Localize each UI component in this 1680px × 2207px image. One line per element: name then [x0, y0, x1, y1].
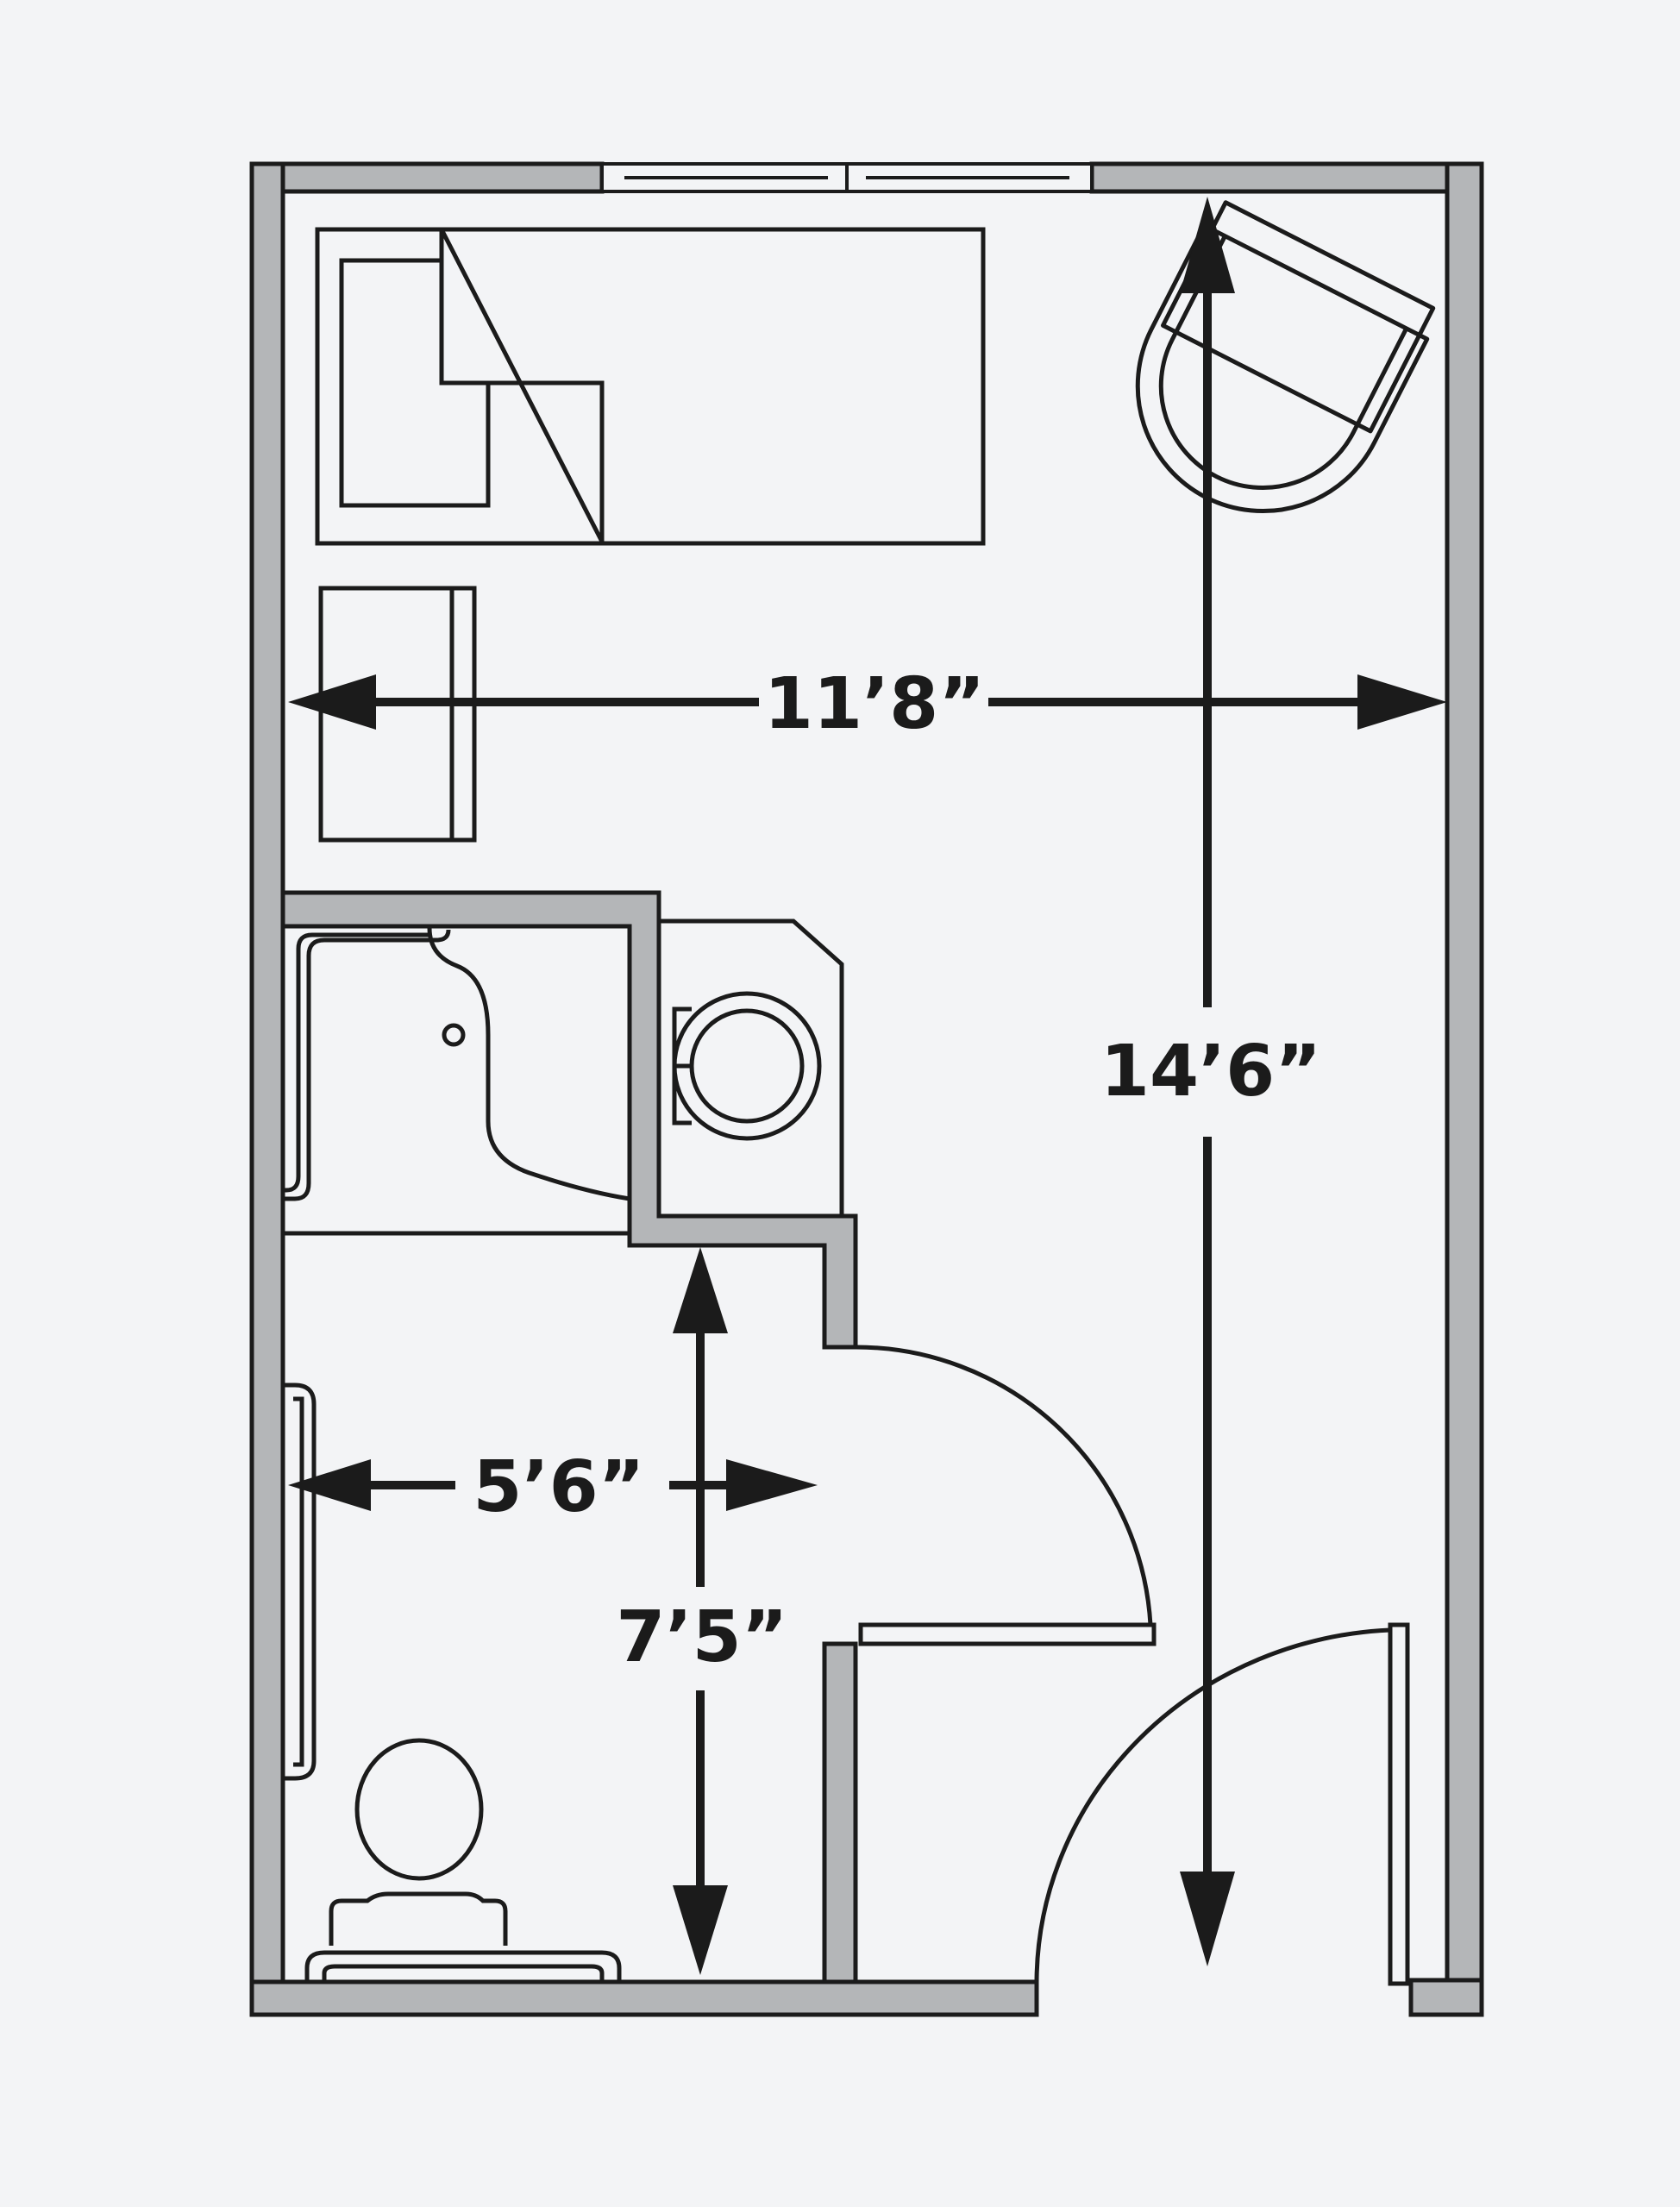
dimension-lines [288, 197, 1447, 1975]
entry-door-leaf [1388, 1622, 1410, 1986]
blanket-fold [439, 228, 605, 543]
bathtub-edge [304, 1950, 622, 1982]
sink [659, 919, 844, 1219]
bottom-wall-right-stub [1408, 1978, 1484, 2017]
room-width-label: 11’8” [764, 663, 985, 745]
room-width-arrow-right [1357, 674, 1447, 730]
bed [315, 227, 986, 546]
top-wall-right [1089, 161, 1484, 194]
bathroom-wall-top [280, 890, 858, 1350]
shower-grab-bar [283, 929, 451, 1201]
top-wall-left [249, 161, 605, 194]
bath-length-arrow-top [673, 1247, 728, 1333]
bed-frame [315, 227, 986, 546]
desk-top [318, 586, 477, 843]
chair-back-inner [1158, 235, 1408, 491]
walls [249, 161, 1484, 2017]
left-wall [249, 161, 285, 2017]
toilet-bowl [354, 1738, 484, 1881]
shower-curtain [427, 927, 630, 1201]
right-wall [1445, 161, 1484, 2017]
bath-width-arrow-left [288, 1459, 371, 1511]
bath-width-arrow-right [726, 1459, 818, 1511]
room-length-arrow-top [1180, 197, 1235, 293]
wall-grab-bar-inner [293, 1396, 304, 1767]
bottom-wall-left [249, 1979, 1039, 2017]
shower [283, 927, 630, 1236]
bathtub-edge-inner [322, 1964, 605, 1982]
desk [318, 586, 477, 843]
bathroom-fixtures [283, 1383, 622, 1982]
bathroom-wall-lower [822, 1641, 858, 1984]
window [600, 162, 1094, 193]
bath-length-arrow-bottom [673, 1885, 728, 1975]
room-width-arrow-left [288, 674, 376, 730]
bathroom-door-leaf [858, 1622, 1157, 1646]
entry-door-swing [1034, 1627, 1391, 1983]
shower-grab-bar-inner [283, 932, 429, 1193]
wall-grab-bar [283, 1383, 317, 1781]
sink-counter [659, 919, 844, 1219]
shower-drain [442, 1023, 466, 1047]
toilet-tank [329, 1891, 508, 1946]
bathroom-width-label: 5’6” [473, 1446, 644, 1528]
room-length-arrow-bottom [1180, 1872, 1235, 1966]
bathroom-length-label: 7’5” [616, 1596, 787, 1678]
room-length-label: 14’6” [1100, 1031, 1321, 1113]
bathroom-door-swing [855, 1345, 1153, 1626]
doors [855, 1345, 1410, 1986]
